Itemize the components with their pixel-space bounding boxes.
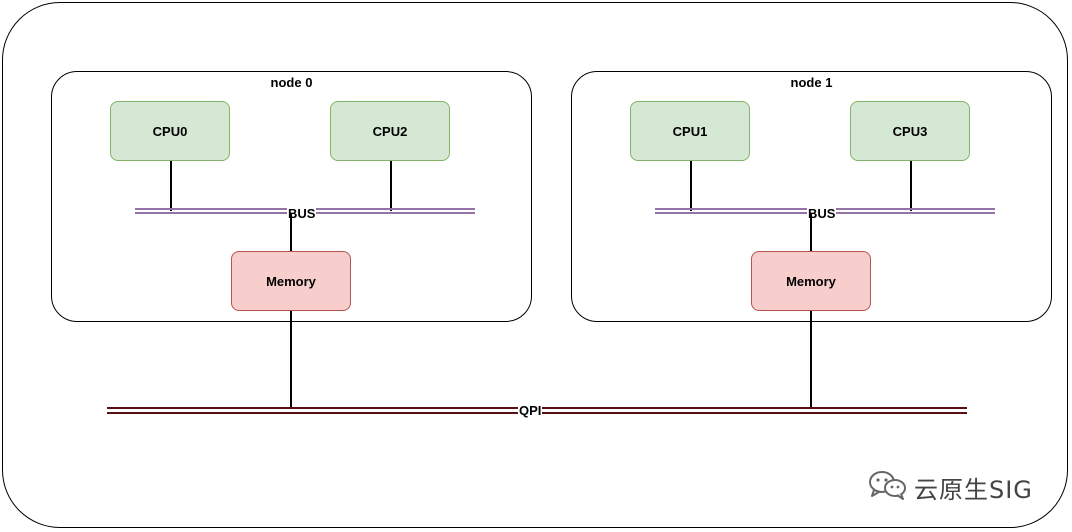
- node-1-bus-label: BUS: [807, 206, 837, 221]
- node-0-memory-label: Memory: [266, 273, 316, 289]
- cpu0-bus-connector: [170, 161, 172, 211]
- cpu2-label: CPU2: [372, 123, 408, 139]
- memory-box-node-0: Memory: [231, 251, 351, 311]
- watermark: 云原生SIG: [868, 470, 1033, 505]
- cpu1-bus-connector: [690, 161, 692, 211]
- cpu1-label: CPU1: [672, 123, 708, 139]
- cpu-box-cpu3: CPU3: [850, 101, 970, 161]
- cpu3-label: CPU3: [892, 123, 928, 139]
- wechat-icon: [868, 470, 908, 505]
- qpi-label: QPI: [518, 403, 543, 418]
- memory-box-node-1: Memory: [751, 251, 871, 311]
- node-1-qpi-connector: [810, 311, 812, 409]
- cpu3-bus-connector: [910, 161, 912, 211]
- node-0-memory-connector: [290, 214, 292, 251]
- cpu2-bus-connector: [390, 161, 392, 211]
- cpu-box-cpu0: CPU0: [110, 101, 230, 161]
- node-0-bus-label: BUS: [287, 206, 317, 221]
- node-0-title: node 0: [270, 75, 313, 90]
- node-1-memory-label: Memory: [786, 273, 836, 289]
- watermark-text: 云原生SIG: [914, 476, 1033, 504]
- cpu-box-cpu1: CPU1: [630, 101, 750, 161]
- cpu0-label: CPU0: [152, 123, 188, 139]
- node-1-memory-connector: [810, 214, 812, 251]
- node-0-qpi-connector: [290, 311, 292, 409]
- node-1-title: node 1: [790, 75, 833, 90]
- cpu-box-cpu2: CPU2: [330, 101, 450, 161]
